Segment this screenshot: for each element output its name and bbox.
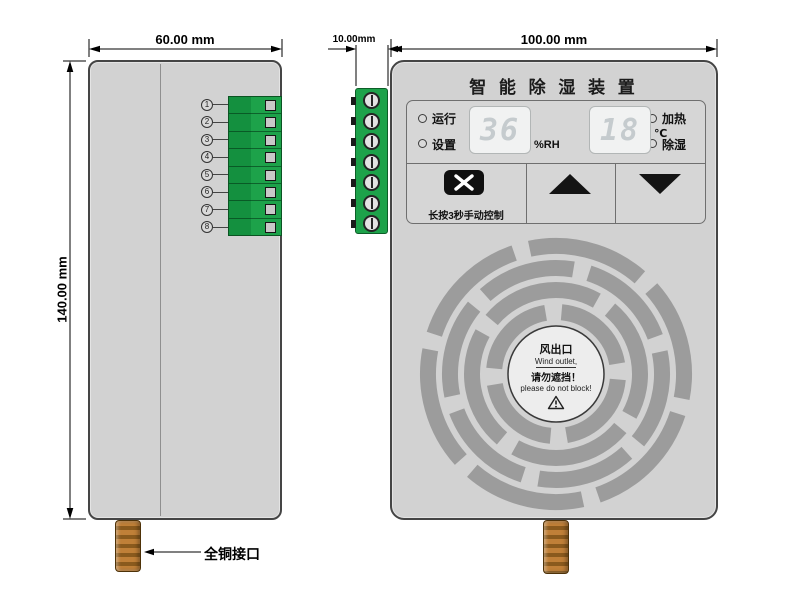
- humidity-unit-label: %RH: [534, 139, 560, 151]
- do-not-block-cn: 请勿遮挡！: [531, 372, 581, 384]
- terminal-screw: [265, 186, 276, 198]
- screw-terminal: [363, 154, 380, 171]
- terminal-screw: [265, 204, 276, 216]
- side-terminal-block: [228, 96, 282, 236]
- temperature-digits: 18: [599, 112, 641, 148]
- terminal-number-circle: 4: [201, 151, 213, 163]
- terminal-wire-line: [213, 209, 228, 210]
- temperature-display: 18: [589, 106, 651, 154]
- run-indicator-label: 运行: [432, 112, 457, 126]
- screw-terminal: [363, 92, 380, 109]
- terminal-screw: [265, 221, 276, 233]
- wire-clamp: [351, 158, 356, 166]
- wire-clamp: [351, 199, 356, 207]
- dim-front-width-label: 100.00 mm: [520, 32, 588, 47]
- wind-outlet-en: Wind outlet,: [534, 356, 578, 366]
- wire-clamp: [351, 220, 356, 228]
- screw-terminal: [363, 133, 380, 150]
- terminal-number-circle: 6: [201, 186, 213, 198]
- terminal-wire-line: [213, 227, 228, 228]
- terminal-screw: [265, 100, 276, 111]
- terminal-screw: [265, 152, 276, 164]
- label-divider: [536, 366, 576, 368]
- terminal-screw: [265, 169, 276, 181]
- fan-grille: [420, 238, 692, 510]
- dim-terminal-depth-label: 10.00mm: [332, 34, 376, 45]
- temperature-unit-label: ℃: [654, 128, 668, 140]
- set-indicator-light: [418, 139, 427, 148]
- terminal-wire-line: [213, 192, 228, 193]
- humidity-digits: 36: [479, 112, 521, 148]
- side-panel-seam: [160, 64, 161, 516]
- device-title: 智 能 除 湿 装 置: [469, 78, 639, 97]
- dehumidify-indicator-label: 除湿: [662, 138, 687, 152]
- screw-terminal: [363, 113, 380, 130]
- terminal-screw: [265, 134, 276, 146]
- terminal-wire-line: [213, 174, 228, 175]
- set-indicator-label: 设置: [432, 138, 457, 152]
- humidity-display: 36: [469, 106, 531, 154]
- terminal-row: [229, 149, 281, 167]
- up-arrow-button: [549, 174, 591, 194]
- terminal-number-circle: 3: [201, 134, 213, 146]
- run-indicator-light: [418, 114, 427, 123]
- warning-triangle-icon: [547, 395, 565, 409]
- button-zone-divider: [526, 164, 527, 224]
- down-arrow-button: [639, 174, 681, 194]
- terminal-screw: [265, 117, 276, 129]
- terminal-number-circle: 7: [201, 204, 213, 216]
- do-not-block-en: please do not block!: [520, 383, 592, 393]
- terminal-number-circle: 8: [201, 221, 213, 233]
- screw-terminal: [363, 195, 380, 212]
- terminal-row: [229, 219, 281, 235]
- dim-side-height-label: 140.00 mm: [54, 256, 70, 323]
- panel-divider: [407, 163, 705, 164]
- terminal-wire-line: [213, 104, 228, 105]
- copper-hose-connector-side: [115, 520, 141, 572]
- wire-clamp: [351, 117, 356, 125]
- wind-outlet-cn: 风出口: [539, 343, 573, 356]
- terminal-wire-line: [213, 122, 228, 123]
- button-zone-divider: [615, 164, 616, 224]
- front-terminal-strip: [351, 88, 388, 234]
- wire-clamp: [351, 138, 356, 146]
- terminal-row: [229, 201, 281, 219]
- screw-terminal: [363, 174, 380, 191]
- fan-center-plate: [507, 325, 605, 423]
- terminal-number-circle: 2: [201, 116, 213, 128]
- wire-clamp: [351, 97, 356, 105]
- fan-outlet-label: 风出口 Wind outlet, 请勿遮挡！ please do not blo…: [508, 340, 604, 410]
- copper-hose-connector-front: [543, 520, 569, 574]
- manual-control-hint: 长按3秒手动控制: [428, 211, 504, 222]
- dim-side-width-label: 60.00 mm: [155, 32, 215, 47]
- terminal-row: [229, 114, 281, 132]
- tools-icon: [454, 174, 474, 191]
- terminal-row: [229, 184, 281, 202]
- terminal-wire-line: [213, 157, 228, 158]
- heat-indicator-label: 加热: [662, 112, 687, 126]
- screw-terminal: [363, 215, 380, 232]
- control-panel: 运行 设置 加热 除湿 36 %RH 18 ℃: [406, 100, 706, 224]
- terminal-number-circle: 5: [201, 169, 213, 181]
- wire-clamp: [351, 179, 356, 187]
- terminal-row: [229, 132, 281, 150]
- copper-connector-label: 全铜接口: [204, 546, 260, 562]
- terminal-row: [229, 167, 281, 184]
- terminal-wire-line: [213, 139, 228, 140]
- side-view-body: 1 2 3 4 5 6 7 8: [88, 60, 282, 520]
- manual-control-button: [444, 170, 484, 195]
- terminal-number-circle: 1: [201, 99, 213, 111]
- front-view-body: 智 能 除 湿 装 置 运行 设置 加热 除湿 36 %RH 18 ℃: [390, 60, 718, 520]
- terminal-row: [229, 97, 281, 115]
